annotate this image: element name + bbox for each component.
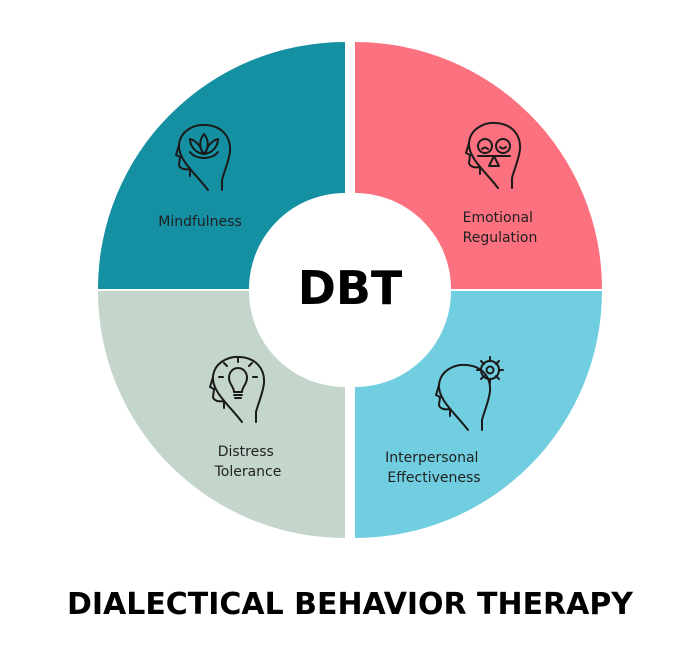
center-label: DBT: [298, 261, 403, 315]
label-interpersonal-effectiveness: Interpersonal Effectiveness: [385, 450, 483, 486]
label-emotional-regulation: Emotional Regulation: [463, 210, 538, 246]
segment-interpersonal-effectiveness: [355, 291, 602, 538]
segment-mindfulness: [98, 42, 345, 289]
label-mindfulness: Mindfulness: [158, 214, 242, 230]
label-distress-tolerance: Distress Tolerance: [214, 444, 282, 480]
segment-distress-tolerance: [98, 291, 345, 538]
head-emotions-icon: [465, 121, 522, 189]
head-gear-icon: [435, 356, 504, 431]
head-lotus-icon: [175, 123, 232, 191]
head-lightbulb-icon: [209, 355, 266, 423]
diagram-title: DIALECTICAL BEHAVIOR THERAPY: [67, 587, 634, 622]
